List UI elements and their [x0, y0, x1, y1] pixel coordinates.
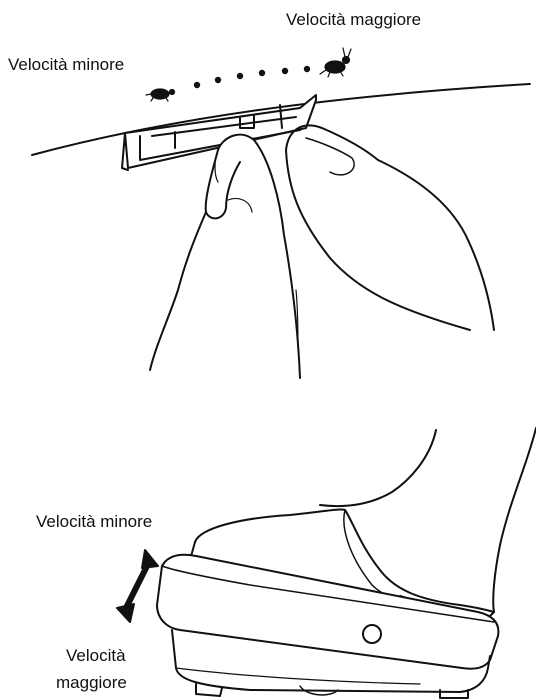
bottom-label-max-speed-line2: maggiore — [56, 672, 127, 693]
index-finger — [206, 135, 300, 378]
thumb — [286, 125, 494, 330]
bottom-label-min-speed: Velocità minore — [36, 511, 152, 532]
leg — [320, 430, 436, 506]
pedal-illustration — [117, 428, 536, 698]
pedal-button — [363, 625, 381, 643]
bottom-label-max-speed-line1: Velocità — [66, 645, 126, 666]
slider-illustration — [32, 48, 530, 378]
turtle-icon — [146, 89, 175, 101]
rabbit-icon — [320, 48, 351, 77]
speed-dots — [194, 66, 310, 88]
top-label-min-speed: Velocità minore — [8, 54, 124, 75]
double-arrow-icon — [117, 550, 158, 622]
top-label-max-speed: Velocità maggiore — [286, 9, 421, 30]
